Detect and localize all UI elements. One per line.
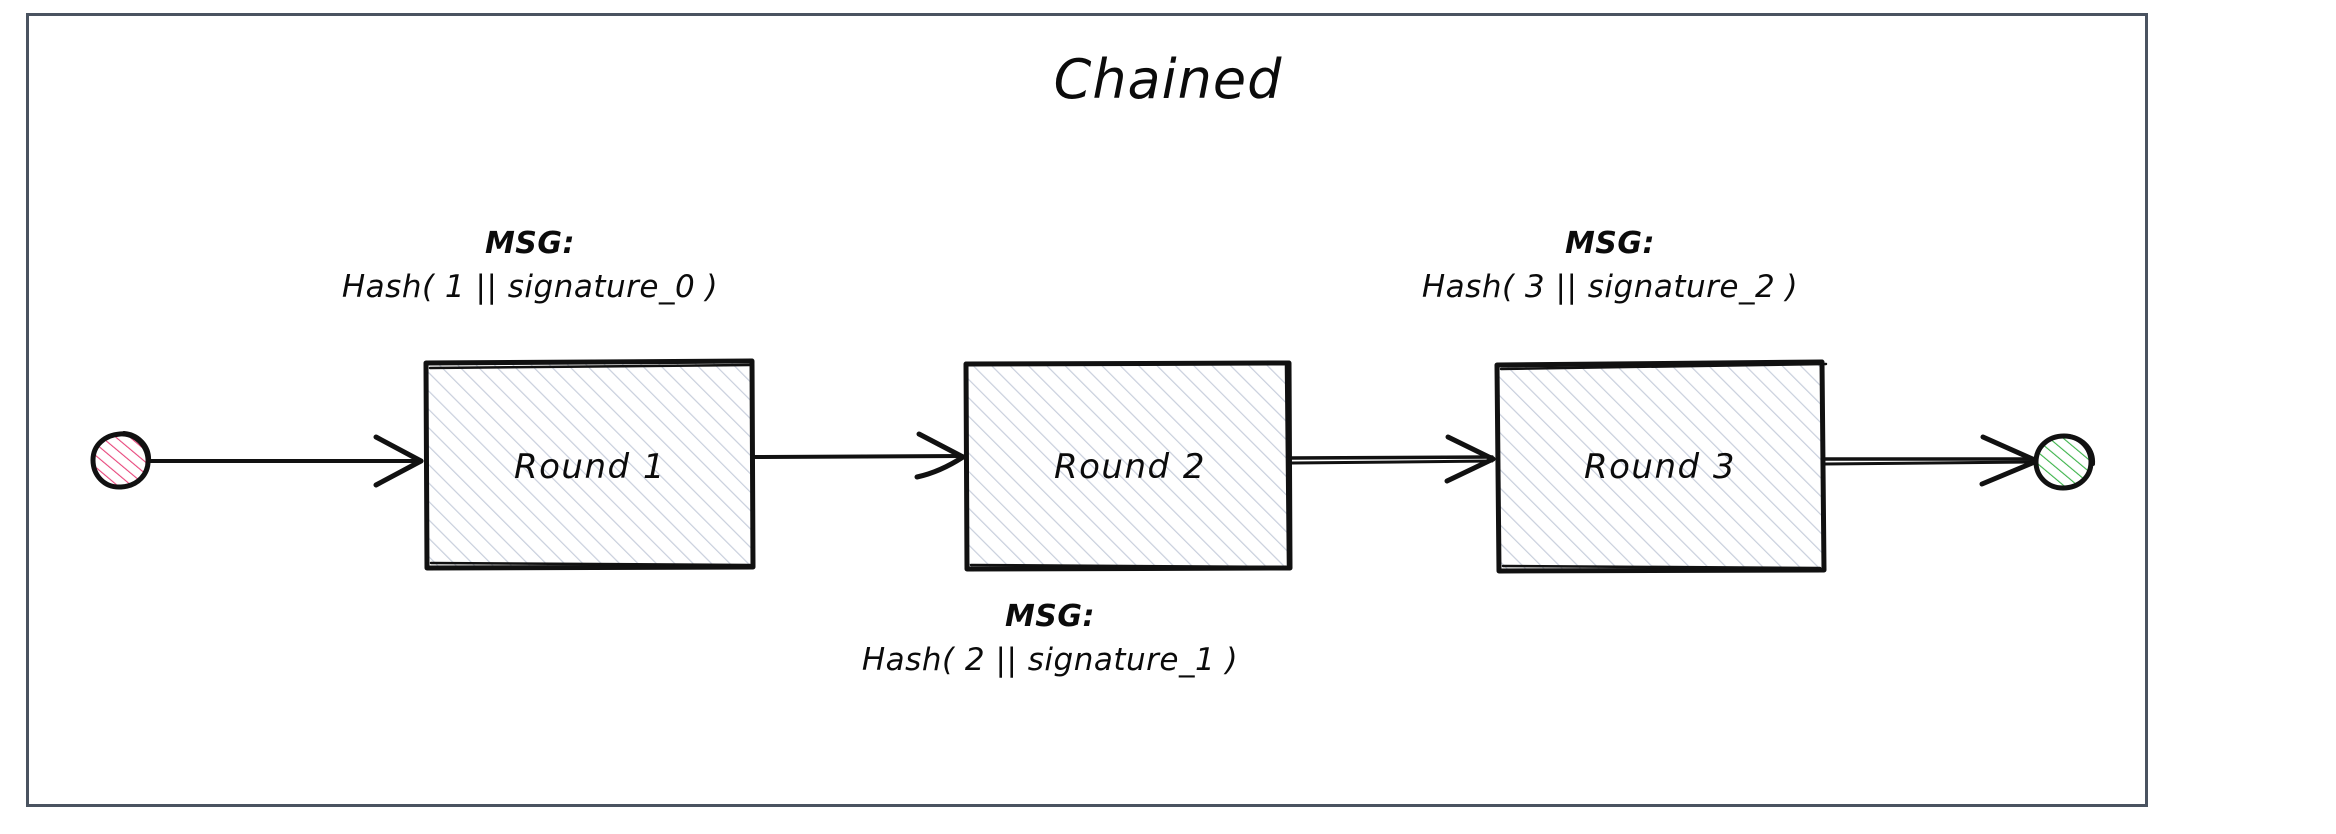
message-label-3-heading: MSG: [1564, 226, 1656, 261]
message-label-1: MSG: Hash( 1 || signature_0 ) [220, 225, 840, 307]
message-label-3-body: Hash( 3 || signature_2 ) [1421, 268, 1799, 305]
message-label-2-body: Hash( 2 || signature_1 ) [861, 641, 1239, 678]
round-2-label: Round 2 [1053, 447, 1207, 487]
message-label-3: MSG: Hash( 3 || signature_2 ) [1300, 225, 1920, 307]
message-label-2-heading: MSG: [1004, 599, 1096, 634]
diagram-frame [26, 13, 2148, 807]
message-label-1-heading: MSG: [484, 226, 576, 261]
round-3-label: Round 3 [1583, 447, 1737, 487]
page-title: Chained [1053, 48, 1283, 111]
message-label-1-body: Hash( 1 || signature_0 ) [341, 268, 719, 305]
round-1-label: Round 1 [513, 447, 667, 487]
message-label-2: MSG: Hash( 2 || signature_1 ) [740, 598, 1360, 680]
